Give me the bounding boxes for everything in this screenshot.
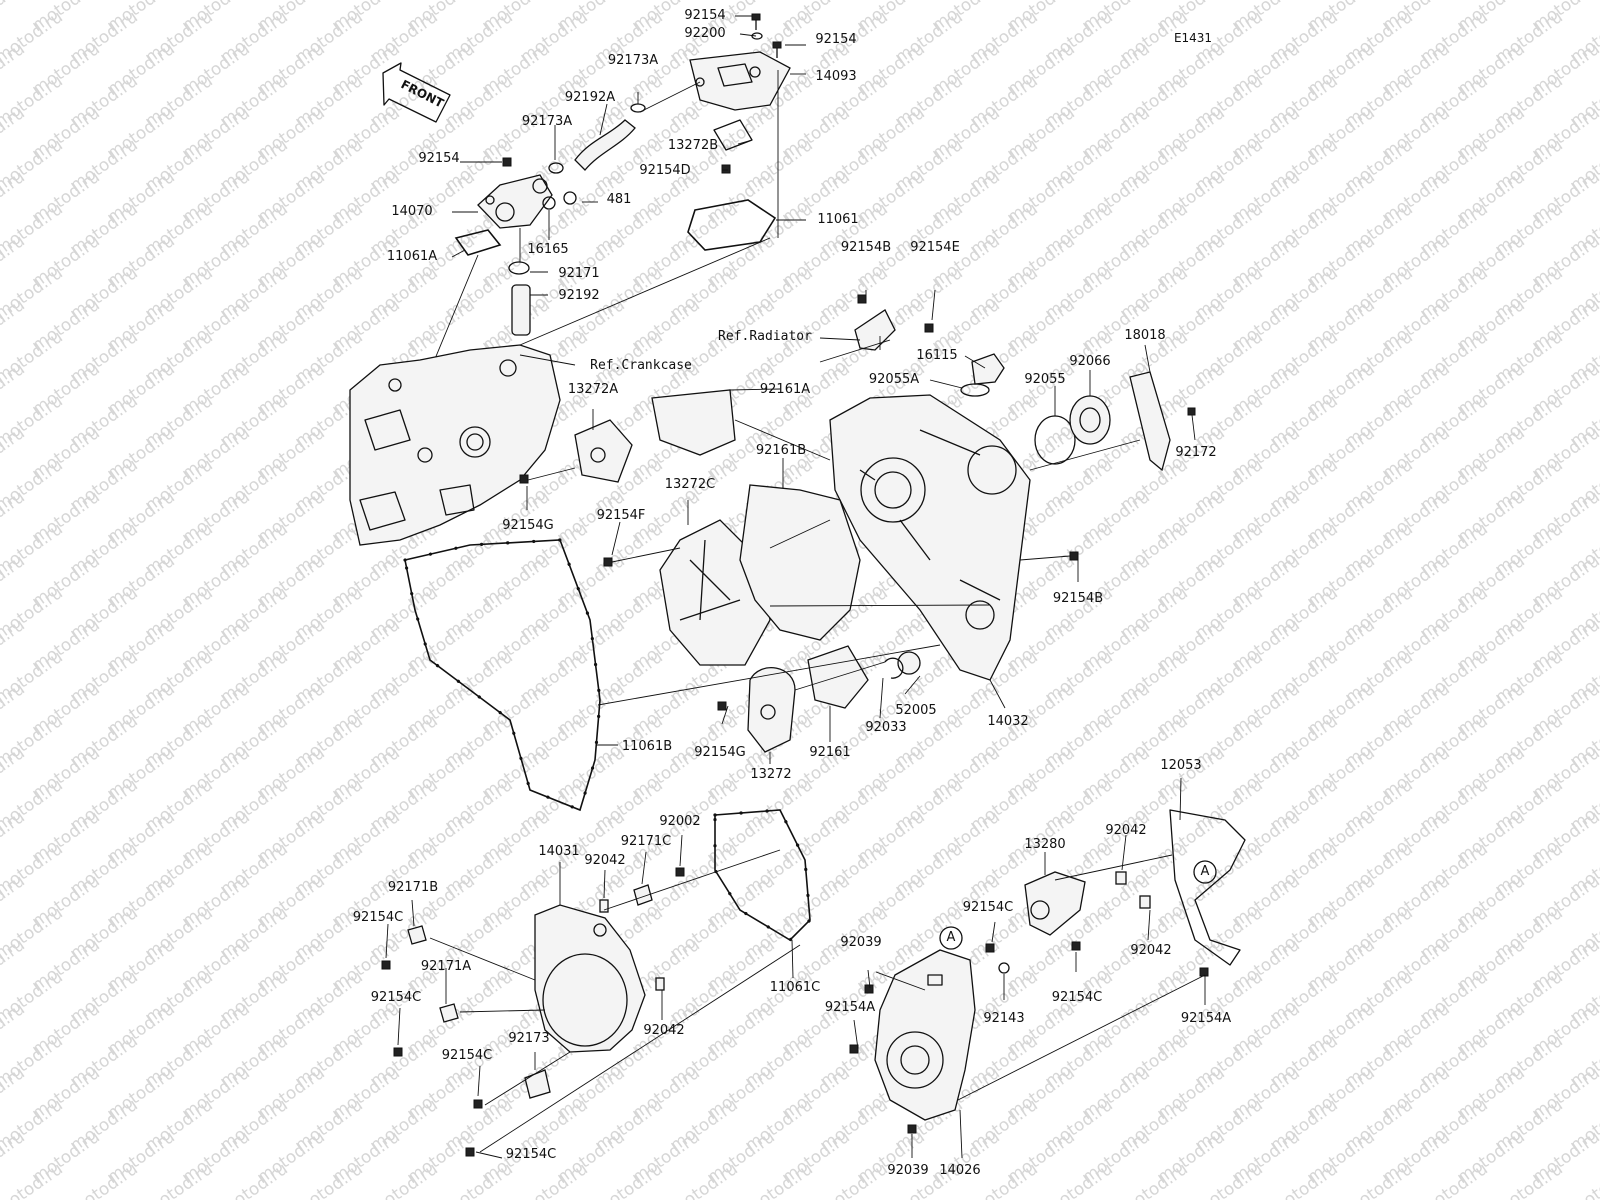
crankcase-fragment bbox=[349, 344, 576, 546]
part-number-label: 92042 bbox=[643, 1023, 685, 1038]
part-number-label: 92171C bbox=[620, 834, 672, 849]
part-number-label: 52005 bbox=[895, 703, 937, 718]
part-number-label: 92172 bbox=[1175, 445, 1217, 460]
part-number-label: 92002 bbox=[659, 814, 701, 829]
part-number-label: 92173A bbox=[607, 53, 659, 68]
part-number-label: 16165 bbox=[527, 242, 569, 257]
watermark-text: motod.ru bbox=[1416, 1159, 1491, 1200]
watermark-text: motod.ru bbox=[1491, 1159, 1566, 1200]
watermark-text: motod.ru bbox=[1341, 1159, 1416, 1200]
part-number-label: 18018 bbox=[1124, 328, 1166, 343]
part-number-label: 92154A bbox=[1180, 1011, 1232, 1026]
part-number-label: 92161A bbox=[759, 382, 811, 397]
watermark-text: motod.ru bbox=[66, 1159, 141, 1200]
watermark-text: motod.ru bbox=[741, 1159, 816, 1200]
part-number-label: 92171A bbox=[420, 959, 472, 974]
part-number-label: 92039 bbox=[887, 1163, 929, 1178]
part-number-label: 14026 bbox=[939, 1163, 981, 1178]
part-number-label: 92042 bbox=[584, 853, 626, 868]
watermark-text: motod.ru bbox=[366, 1159, 441, 1200]
part-number-label: 92200 bbox=[684, 26, 726, 41]
part-number-label: 92173 bbox=[508, 1031, 550, 1046]
watermark-text: motod.ru bbox=[216, 1159, 291, 1200]
part-number-label: 92033 bbox=[865, 720, 907, 735]
part-number-label: 92173A bbox=[521, 114, 573, 129]
part-number-label: 14093 bbox=[815, 69, 857, 84]
watermark-text: motod.ru bbox=[516, 1159, 591, 1200]
part-number-label: 92154 bbox=[815, 32, 857, 47]
part-number-label: 92154A bbox=[824, 1000, 876, 1015]
part-number-label: 92192A bbox=[564, 90, 616, 105]
part-number-label: 14070 bbox=[391, 204, 433, 219]
part-number-label: 92154C bbox=[962, 900, 1014, 915]
part-number-label: 92154G bbox=[694, 745, 746, 760]
watermark-text: motod.ru bbox=[141, 1159, 216, 1200]
part-number-label: 92055 bbox=[1024, 372, 1066, 387]
watermark-text: motod.ru bbox=[591, 1159, 666, 1200]
part-number-label: 92154D bbox=[639, 163, 691, 178]
part-number-label: 92066 bbox=[1069, 354, 1111, 369]
part-number-label: 11061A bbox=[386, 249, 438, 264]
watermark-text: motod.ru bbox=[1266, 1159, 1341, 1200]
part-number-label: 92154B bbox=[1052, 591, 1104, 606]
part-number-label: 13272 bbox=[750, 767, 792, 782]
ref-marker-a: A bbox=[946, 930, 956, 945]
part-number-label: 92154C bbox=[1051, 990, 1103, 1005]
part-number-label: 92143 bbox=[983, 1011, 1025, 1026]
watermark-text: motod.ru bbox=[1041, 1159, 1116, 1200]
part-number-label: 92039 bbox=[840, 935, 882, 950]
reference-label-crankcase: Ref.Crankcase bbox=[590, 358, 692, 373]
part-number-label: 92154B bbox=[840, 240, 892, 255]
part-number-label: 14031 bbox=[538, 844, 580, 859]
part-number-label: 92154G bbox=[502, 518, 554, 533]
watermark-text: motod.ru bbox=[816, 1159, 891, 1200]
part-number-label: 481 bbox=[606, 192, 632, 207]
part-number-label: 11061 bbox=[817, 212, 859, 227]
reference-label-radiator: Ref.Radiator bbox=[718, 329, 812, 344]
watermark-text: motod.ru bbox=[291, 1159, 366, 1200]
part-number-label: 16115 bbox=[916, 348, 958, 363]
part-number-label: 92042 bbox=[1105, 823, 1147, 838]
part-number-label: 92154E bbox=[910, 240, 960, 255]
part-number-label: 92154C bbox=[505, 1147, 557, 1162]
watermark-text: motod.ru bbox=[1116, 1159, 1191, 1200]
watermark-text: motod.ru bbox=[666, 1159, 741, 1200]
part-number-label: 11061C bbox=[769, 980, 821, 995]
part-number-label: 92154C bbox=[370, 990, 422, 1005]
part-number-label: 13272C bbox=[664, 477, 716, 492]
part-number-label: 92042 bbox=[1130, 943, 1172, 958]
part-number-label: 13272A bbox=[567, 382, 619, 397]
part-number-label: 92192 bbox=[558, 288, 600, 303]
part-number-label: 92154C bbox=[441, 1048, 493, 1063]
watermark-text: motod.ru bbox=[441, 1159, 516, 1200]
watermark-text: motod.ru bbox=[1191, 1159, 1266, 1200]
part-number-label: 92161B bbox=[755, 443, 807, 458]
part-number-label: 92154 bbox=[684, 8, 726, 23]
part-number-label: 13272B bbox=[667, 138, 719, 153]
part-number-label: 14032 bbox=[987, 714, 1029, 729]
part-number-label: 13280 bbox=[1024, 837, 1066, 852]
part-number-label: 92171 bbox=[558, 266, 600, 281]
part-number-label: 92154 bbox=[418, 151, 460, 166]
diagram-code: E1431 bbox=[1173, 31, 1213, 45]
part-number-label: 92154C bbox=[352, 910, 404, 925]
part-number-label: 92171B bbox=[387, 880, 439, 895]
part-number-label: 11061B bbox=[621, 739, 673, 754]
part-number-label: 92161 bbox=[809, 745, 851, 760]
part-number-label: 12053 bbox=[1160, 758, 1202, 773]
part-number-label: 92055A bbox=[868, 372, 920, 387]
ref-marker-a: A bbox=[1200, 864, 1210, 879]
watermark-text: motod.ru bbox=[0, 1159, 67, 1200]
part-number-label: 92154F bbox=[596, 508, 646, 523]
